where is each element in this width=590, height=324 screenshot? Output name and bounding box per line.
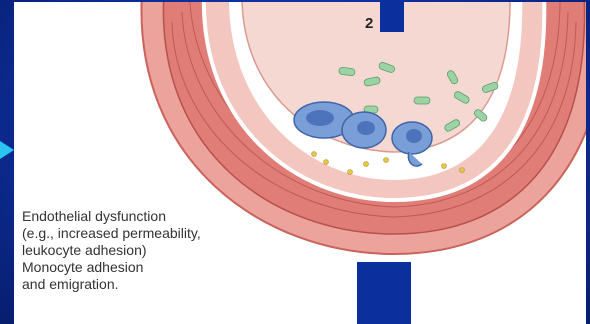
caption-line: and emigration. xyxy=(22,276,322,293)
caption-line: leukocyte adhesion) xyxy=(22,242,322,259)
illustration-panel: 2 Endothelial dysfunction (e.g., increas… xyxy=(14,2,586,324)
diagram-caption: Endothelial dysfunction (e.g., increased… xyxy=(22,208,322,293)
step-number: 2 xyxy=(365,15,373,32)
cover-marker-bottom xyxy=(357,262,411,324)
arrow-icon xyxy=(0,141,14,159)
caption-line: (e.g., increased permeability, xyxy=(22,225,322,242)
cover-marker-top xyxy=(380,2,404,32)
caption-line: Endothelial dysfunction xyxy=(22,208,322,225)
caption-line: Monocyte adhesion xyxy=(22,259,322,276)
